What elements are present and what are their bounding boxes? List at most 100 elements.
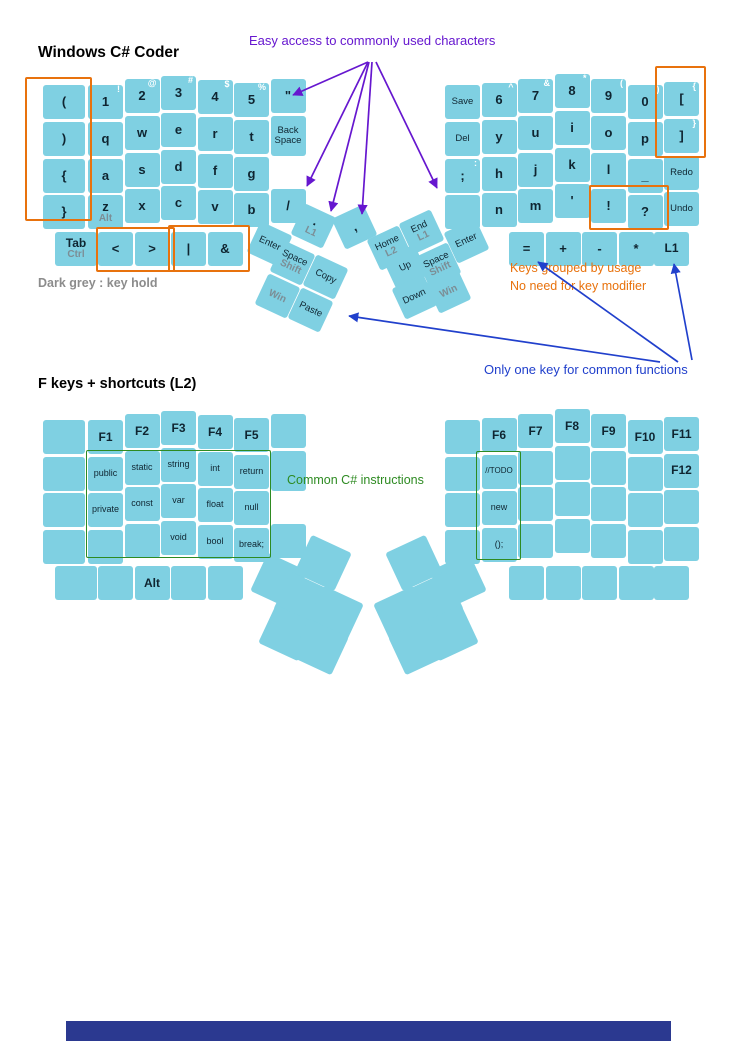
key-label: ): [61, 131, 67, 147]
key-label: r: [212, 126, 218, 142]
key-label: g: [247, 165, 256, 181]
key-v: v: [197, 190, 233, 224]
key-const: const: [124, 487, 160, 521]
key-h: h: [481, 156, 517, 191]
key-public: public: [88, 456, 123, 491]
key-label: t: [249, 129, 254, 145]
key-y: y: [481, 120, 517, 154]
key-shift-label: *: [582, 73, 587, 83]
key-m: m: [518, 189, 553, 223]
key-label: .: [311, 213, 321, 229]
key-redo: Redo: [664, 155, 699, 190]
key-shift-label: ^: [508, 82, 514, 92]
key-label: L1: [664, 241, 679, 256]
key-label: Del: [455, 133, 470, 145]
key-6: ^6: [481, 82, 517, 117]
key-symbol: {: [43, 158, 85, 193]
key-label: 6: [495, 92, 503, 108]
key-label: [: [679, 91, 684, 107]
key-label: 1: [101, 94, 110, 110]
key-blank: [545, 566, 581, 600]
key-shift-label: :: [474, 157, 477, 168]
key-new: new: [481, 491, 517, 525]
key-label: y: [495, 129, 503, 145]
key-label: Alt: [144, 575, 160, 590]
key-label: return: [239, 465, 264, 476]
key-label: ": [284, 88, 292, 104]
key-label: a: [101, 167, 110, 183]
key-label: ]: [679, 128, 684, 144]
key-blank: [207, 566, 243, 600]
key-u: u: [518, 116, 553, 150]
key-f8: F8: [554, 409, 590, 443]
key-q: q: [88, 122, 123, 156]
key-label: i: [570, 120, 574, 136]
csharp-instructions-note: Common C# instructions: [287, 473, 424, 487]
key-shift-label: !: [117, 84, 120, 94]
key-blank: [627, 493, 663, 527]
key-blank: [124, 523, 160, 558]
key-blank: [591, 487, 626, 521]
csharp-snippets-box: [476, 451, 521, 560]
key-blank: [43, 529, 85, 564]
key-hold-label: L1: [303, 224, 319, 240]
key-shift-label: {: [692, 81, 696, 91]
key-var: var: [161, 484, 196, 518]
angle-keys-box: [96, 227, 175, 272]
key-symbol: ();: [481, 527, 517, 562]
key-hold-label: Alt: [98, 213, 113, 225]
key-symbol: :;: [445, 157, 480, 193]
key-label: //TODO: [485, 466, 513, 476]
key-blank: [270, 414, 306, 448]
key-label: F12: [671, 463, 692, 478]
key-s: s: [124, 152, 160, 187]
key-private: private: [88, 493, 123, 527]
key-label: 3: [174, 85, 183, 101]
key-symbol: !: [591, 189, 626, 223]
key-label: F3: [171, 420, 186, 435]
key-break: break;: [234, 527, 269, 562]
key-7: &7: [518, 78, 553, 113]
key-blank: [591, 523, 626, 558]
key-shift-label: %: [257, 82, 266, 92]
key-f3: F3: [161, 411, 196, 445]
key-bool: bool: [197, 524, 233, 559]
key-undo: Undo: [664, 192, 699, 226]
key-label: new: [490, 502, 508, 513]
key-int: int: [197, 451, 233, 486]
key-return: return: [234, 454, 269, 489]
key-label: d: [174, 158, 183, 174]
key-f7: F7: [518, 414, 553, 448]
key-blank: [445, 529, 480, 564]
key-label: 8: [568, 83, 576, 99]
key-label: F5: [244, 427, 259, 442]
key-blank: [554, 482, 590, 516]
key-n: n: [481, 193, 517, 227]
key-label: break;: [238, 538, 264, 549]
key-symbol: +: [545, 231, 581, 266]
key-label: Enter: [453, 230, 479, 251]
layer2-title: F keys + shortcuts (L2): [38, 376, 197, 392]
key-shift-label: $: [224, 79, 230, 89]
key-a: a: [88, 158, 123, 193]
key-blank: [554, 518, 590, 553]
key-label: Redo: [670, 166, 693, 178]
key-label: e: [174, 122, 183, 138]
key-g: g: [234, 156, 269, 191]
key-t: t: [234, 120, 269, 154]
key-label: float: [206, 499, 224, 510]
key-label: v: [211, 199, 219, 215]
key-f12: F12: [664, 453, 699, 488]
key-label: F4: [207, 424, 222, 439]
key-l1: L1: [654, 231, 689, 266]
one-key-note: Only one key for common functions: [484, 362, 688, 377]
key-label: 7: [531, 88, 540, 104]
key-label: Undo: [670, 203, 693, 215]
key-label: private: [91, 504, 119, 515]
key-label: f: [212, 162, 218, 178]
key-label: Back Space: [274, 125, 302, 146]
key-x: x: [124, 189, 160, 223]
